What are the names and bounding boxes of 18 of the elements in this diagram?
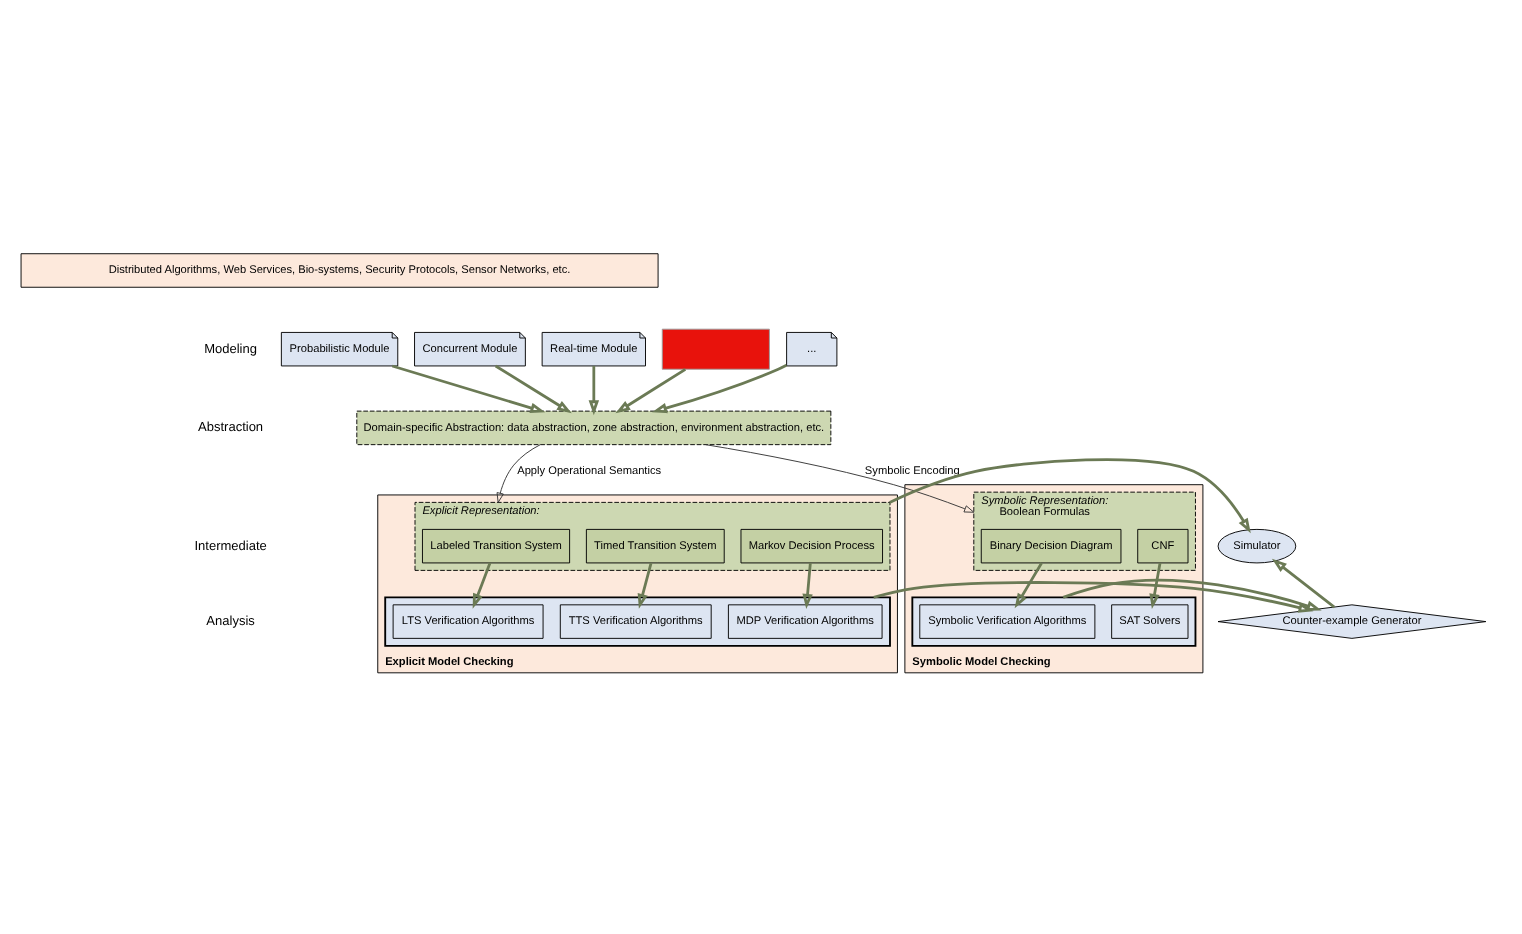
arrow [889, 458, 1251, 534]
cluster [384, 596, 891, 647]
arrow [494, 364, 572, 414]
arrow [705, 444, 975, 513]
arrow [588, 366, 600, 416]
arrow [496, 444, 541, 503]
arrow [1014, 562, 1043, 609]
arrow [1062, 578, 1322, 611]
arrow [391, 364, 546, 413]
arrow [1149, 562, 1162, 609]
cluster [911, 596, 1197, 647]
arrow [472, 562, 492, 609]
arrow [637, 562, 653, 609]
node-box [661, 328, 770, 370]
arrow [802, 562, 813, 609]
arrow [615, 368, 687, 414]
arrow [1271, 558, 1336, 609]
arrow [652, 364, 788, 414]
